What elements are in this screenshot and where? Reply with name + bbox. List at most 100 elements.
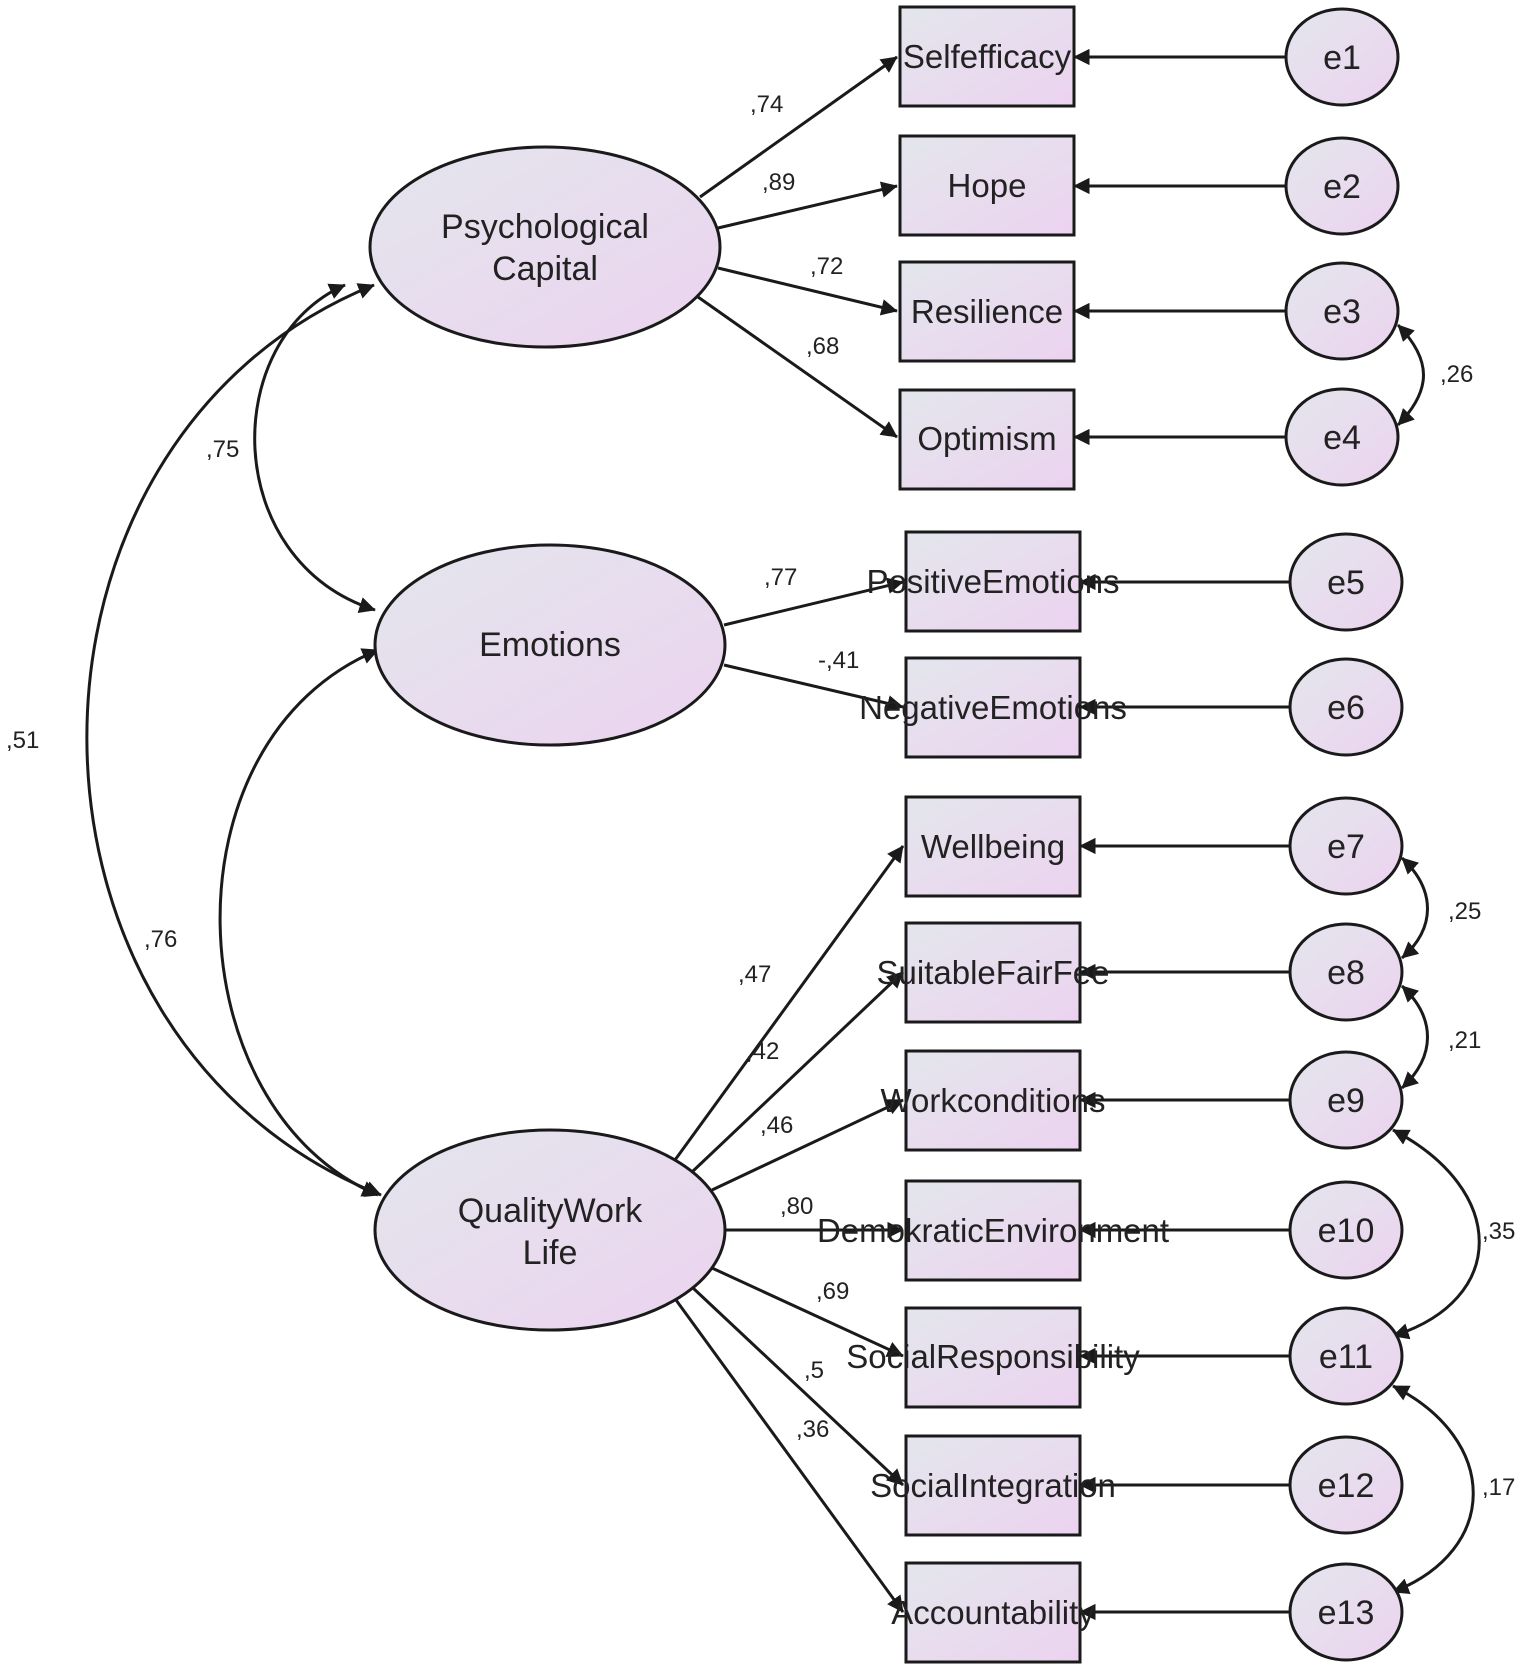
error-label: e9	[1327, 1082, 1365, 1120]
latent-emotions[interactable]: Emotions	[373, 543, 727, 747]
covariance-arrow-e7-e8	[1400, 856, 1429, 960]
observed-label: SuitableFairFee	[877, 954, 1110, 991]
latent-label-line2: Capital	[492, 250, 598, 288]
observed-label: Wellbeing	[921, 828, 1065, 865]
loading-coef-suitablefairfee: ,42	[746, 1038, 779, 1065]
loading-arrow-accountability	[674, 1299, 905, 1613]
latent-label-line1: Psychological	[441, 208, 649, 246]
observed-label: Hope	[948, 167, 1027, 204]
covariance-coef-e8-e9: ,21	[1448, 1027, 1481, 1054]
observed-hope[interactable]: Hope	[898, 134, 1076, 237]
covariance-coef-e3-e4: ,26	[1440, 361, 1473, 388]
covariance-coef-e7-e8: ,25	[1448, 898, 1481, 925]
error-e1[interactable]: e1	[1284, 7, 1400, 107]
observed-optimism[interactable]: Optimism	[898, 388, 1076, 491]
covariance-arrow-e8-e9	[1400, 984, 1429, 1090]
observed-workconditions[interactable]: Workconditions	[881, 1049, 1106, 1152]
error-e3[interactable]: e3	[1284, 261, 1400, 361]
latent-quality-work-life[interactable]: QualityWork Life	[373, 1128, 727, 1332]
loading-arrow-selfefficacy	[699, 55, 898, 199]
latent-label: Emotions	[479, 626, 621, 664]
observed-socialintegration[interactable]: SocialIntegration	[870, 1434, 1116, 1537]
loading-coef-wellbeing: ,47	[738, 961, 771, 988]
error-label: e8	[1327, 954, 1365, 992]
covariance-arrow-psycap-emotions	[253, 283, 376, 614]
covariance-coef-psycap-emotions: ,75	[206, 436, 239, 463]
observed-label: Resilience	[911, 293, 1063, 330]
observed-wellbeing[interactable]: Wellbeing	[904, 795, 1082, 898]
error-label: e12	[1318, 1467, 1375, 1505]
error-e8[interactable]: e8	[1288, 922, 1404, 1022]
covariance-arrow-emotions-qwl	[218, 648, 379, 1197]
observed-label: SocialIntegration	[870, 1467, 1116, 1504]
error-e7[interactable]: e7	[1288, 796, 1404, 896]
observed-democraticenvironment[interactable]: DemokraticEnvironment	[817, 1179, 1169, 1282]
loading-arrow-socialresponsibility	[711, 1266, 904, 1358]
error-label: e1	[1323, 39, 1361, 77]
observed-suitablefairfee[interactable]: SuitableFairFee	[877, 921, 1110, 1024]
observed-negativeemotions[interactable]: NegativeEmotions	[859, 656, 1127, 759]
covariance-coef-emotions-qwl: ,76	[144, 926, 177, 953]
error-label: e4	[1323, 419, 1361, 457]
error-e9[interactable]: e9	[1288, 1050, 1404, 1150]
error-e2[interactable]: e2	[1284, 136, 1400, 236]
error-e4[interactable]: e4	[1284, 387, 1400, 487]
loading-coef-optimism: ,68	[806, 333, 839, 360]
error-e13[interactable]: e13	[1288, 1562, 1404, 1662]
observed-label: Selfefficacy	[903, 38, 1072, 75]
loading-arrow-socialintegration	[691, 1286, 905, 1487]
observed-label: Optimism	[917, 420, 1056, 457]
covariance-coef-psycap-qwl: ,51	[6, 727, 39, 754]
loading-coef-negativeemotions: -,41	[818, 647, 859, 674]
loading-arrow-negativeemotions	[723, 663, 904, 712]
loading-coef-socialintegration: ,36	[796, 1416, 829, 1443]
loading-arrow-suitablefairfee	[690, 970, 905, 1174]
loading-arrow-resilience	[717, 266, 898, 316]
loading-coef-democraticenvironment: ,80	[780, 1193, 813, 1220]
observed-selfefficacy[interactable]: Selfefficacy	[898, 5, 1076, 108]
error-e10[interactable]: e10	[1288, 1180, 1404, 1280]
loading-arrow-positiveemotions	[723, 577, 904, 627]
latent-psychological-capital[interactable]: Psychological Capital	[368, 145, 722, 349]
error-label: e7	[1327, 828, 1365, 866]
loading-arrow-hope	[717, 181, 898, 230]
loading-arrow-optimism	[697, 295, 898, 439]
error-label: e10	[1318, 1212, 1375, 1250]
loading-arrow-workconditions	[711, 1098, 904, 1192]
error-e12[interactable]: e12	[1288, 1435, 1404, 1535]
observed-resilience[interactable]: Resilience	[898, 260, 1076, 363]
observed-accountability[interactable]: Accountability	[891, 1561, 1095, 1664]
observed-label: Accountability	[891, 1594, 1095, 1631]
observed-label: SocialResponsibility	[846, 1338, 1140, 1375]
covariance-arrow-e3-e4	[1396, 323, 1425, 427]
error-label: e5	[1327, 564, 1365, 602]
loading-coef-hope: ,89	[762, 169, 795, 196]
error-label: e11	[1319, 1338, 1373, 1376]
error-e5[interactable]: e5	[1288, 532, 1404, 632]
latent-label-line1: QualityWork	[458, 1192, 644, 1230]
error-label: e13	[1318, 1594, 1375, 1632]
error-e11[interactable]: e11	[1288, 1306, 1404, 1406]
loading-coef-resilience: ,72	[810, 253, 843, 280]
covariance-arrow-e9-e11	[1392, 1128, 1481, 1340]
observed-label: DemokraticEnvironment	[817, 1212, 1169, 1249]
observed-label: NegativeEmotions	[859, 689, 1127, 726]
observed-positiveemotions[interactable]: PositiveEmotions	[866, 530, 1120, 633]
loading-arrow-wellbeing	[673, 845, 905, 1161]
covariance-coef-e9-e11: ,35	[1482, 1218, 1515, 1245]
observed-label: Workconditions	[881, 1082, 1106, 1119]
covariance-arrow-psycap-qwl	[85, 283, 382, 1197]
observed-socialresponsibility[interactable]: SocialResponsibility	[846, 1306, 1140, 1409]
error-label: e3	[1323, 293, 1361, 331]
error-label: e2	[1323, 168, 1361, 206]
observed-label: PositiveEmotions	[866, 563, 1119, 600]
loading-coef-positiveemotions: ,77	[764, 564, 797, 591]
latent-label-line2: Life	[523, 1234, 578, 1272]
error-e6[interactable]: e6	[1288, 657, 1404, 757]
loading-coef-selfefficacy: ,74	[750, 91, 783, 118]
loading-coef-workconditions: ,46	[760, 1112, 793, 1139]
covariance-arrow-e11-e13	[1392, 1384, 1475, 1594]
error-label: e6	[1327, 689, 1365, 727]
covariance-coef-e11-e13: ,17	[1482, 1474, 1515, 1501]
